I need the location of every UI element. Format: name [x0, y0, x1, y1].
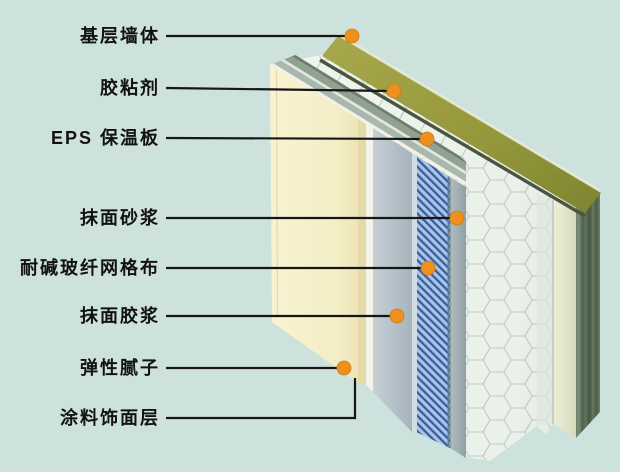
- eps-hexagon-texture: [270, 53, 576, 461]
- callout-dot-mesh: [420, 260, 436, 276]
- callout-dot-elastic-putty: [336, 360, 352, 376]
- layer-putty-face: [270, 65, 366, 385]
- callout-dot-base-wall: [344, 28, 360, 44]
- label-glass-fiber-mesh: 耐碱玻纤网格布: [20, 258, 160, 278]
- label-paint-finish: 涂料饰面层: [60, 408, 160, 428]
- label-base-wall: 基层墙体: [80, 26, 160, 46]
- label-elastic-putty: 弹性腻子: [80, 358, 160, 378]
- label-render-mortar: 抹面砂浆: [80, 208, 160, 228]
- side-edge-texture: [576, 193, 600, 438]
- putty-left-line: [275, 69, 279, 319]
- callout-dot-render-mortar: [449, 210, 465, 226]
- callouts: [165, 34, 457, 420]
- callout-dot-render-paste: [389, 308, 405, 324]
- label-adhesive: 胶粘剂: [100, 78, 160, 98]
- mesh-left-edge: [412, 153, 417, 433]
- label-render-paste: 抹面胶浆: [80, 306, 160, 326]
- layer-side-pale-strip: [554, 196, 576, 438]
- layer-render-paste-band: [373, 128, 412, 432]
- base-wall-top-highlight: [337, 33, 602, 192]
- wall-assembly: [270, 33, 602, 461]
- layer-mesh-band: [412, 153, 450, 448]
- callout-line-eps-board: [165, 136, 428, 141]
- layer-render-mortar-band: [450, 177, 466, 458]
- layer-adhesive-line: [319, 58, 586, 218]
- eps-right-shading: [537, 193, 554, 426]
- callout-markers: [336, 28, 465, 376]
- callout-line-paint-finish: [166, 378, 357, 420]
- label-eps-board: EPS 保温板: [50, 128, 160, 148]
- callout-line-adhesive: [165, 86, 395, 93]
- putty-right-edge: [358, 119, 366, 385]
- layer-putty-white-strip: [366, 124, 373, 392]
- callout-dot-adhesive: [386, 83, 402, 99]
- callout-dot-eps-board: [419, 131, 435, 147]
- layer-base-wall-top: [322, 36, 601, 213]
